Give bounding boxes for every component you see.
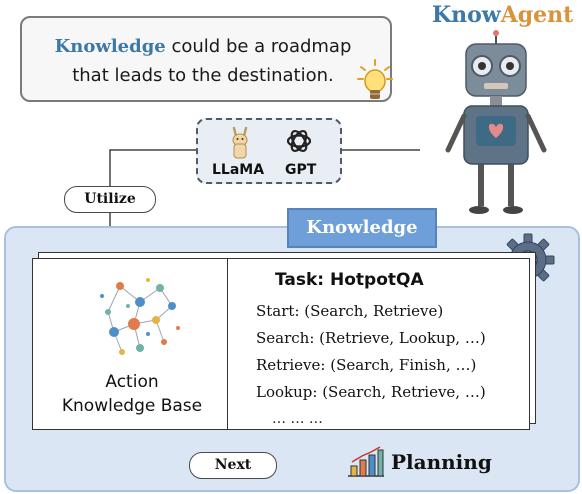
knowledge-badge: Knowledge: [287, 208, 437, 248]
utilize-label: Utilize: [64, 186, 156, 213]
task-title: Task: HotpotQA: [275, 270, 424, 290]
bubble-text-line1: could be a roadmap: [165, 36, 352, 57]
knowledge-card: [32, 258, 530, 430]
next-label: Next: [189, 452, 277, 479]
robot-illustration: [445, 30, 547, 214]
bar-chart-icon: [348, 446, 384, 477]
card-divider: [227, 259, 228, 429]
kb-title-line2: Knowledge Base: [61, 396, 203, 416]
lightbulb-icon: [357, 59, 393, 99]
brand-agent: Agent: [500, 2, 574, 28]
rule-line: Search: (Retrieve, Lookup, …): [256, 329, 486, 347]
brand-know: Know: [432, 2, 501, 28]
rules-ellipsis: … … …: [272, 411, 323, 427]
llama-label: LLaMA: [212, 162, 265, 178]
action-knowledge-base-title: Action Knowledge Base: [46, 370, 218, 418]
kb-title-line1: Action: [105, 372, 159, 392]
rule-line: Retrieve: (Search, Finish, …): [256, 356, 477, 374]
openai-logo-icon: [286, 129, 312, 153]
gpt-label: GPT: [285, 162, 317, 178]
planning-label: Planning: [391, 450, 492, 474]
bubble-text-line2: that leads to the destination.: [72, 65, 334, 86]
rule-line: Start: (Search, Retrieve): [256, 302, 444, 320]
brand-title: KnowAgent: [432, 2, 573, 28]
speech-bubble: Knowledge could be a roadmap that leads …: [20, 16, 392, 102]
rule-line: Lookup: (Search, Retrieve, …): [256, 383, 486, 401]
llm-models-box: LLaMA GPT: [196, 118, 342, 184]
bubble-keyword: Knowledge: [54, 36, 166, 57]
bubble-text: Knowledge could be a roadmap that leads …: [38, 32, 368, 90]
network-brain-icon: [100, 278, 180, 355]
llama-icon: [232, 126, 248, 159]
